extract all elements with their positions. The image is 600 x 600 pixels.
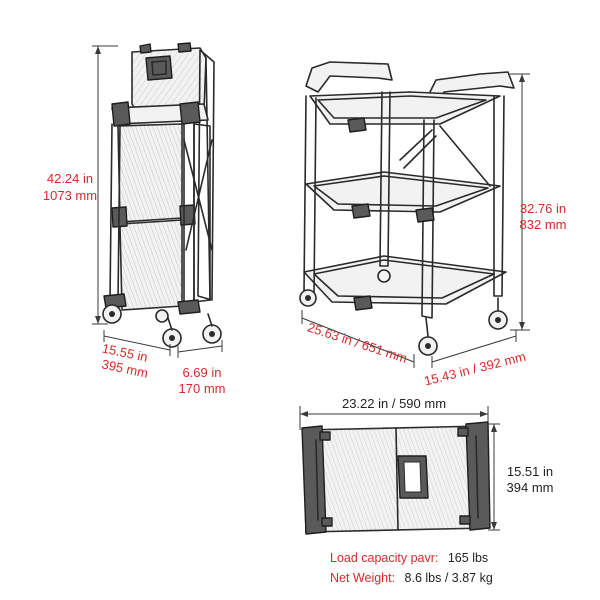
- net-weight-value: 8.6 lbs / 3.87 kg: [405, 571, 493, 585]
- folded-width-metric: 170 mm: [179, 381, 226, 396]
- open-height-metric: 832 mm: [520, 217, 567, 232]
- specifications: Load capacity pavr: 165 lbs Net Weight: …: [330, 549, 493, 586]
- open-height-dimension: 32.76 in 832 mm: [510, 73, 567, 331]
- load-capacity-value: 165 lbs: [448, 551, 488, 565]
- folded-height-metric: 1073 mm: [43, 188, 97, 203]
- top-depth-dimension: 15.51 in 394 mm: [488, 423, 554, 531]
- net-weight: Net Weight: 8.6 lbs / 3.87 kg: [330, 569, 493, 586]
- top-depth-imperial: 15.51 in: [507, 464, 553, 479]
- open-cart-illustration: [299, 61, 515, 356]
- open-depth-dimension: 15.43 in / 392 mm: [423, 330, 528, 389]
- handle-grip-icon: [145, 55, 173, 81]
- folded-depth-dimension: 15.55 in 395 mm: [100, 330, 171, 381]
- folded-height-imperial: 42.24 in: [47, 171, 93, 186]
- top-view-width-label: 23.22 in / 590 mm: [342, 396, 446, 411]
- wheel-icon: [299, 269, 508, 356]
- folded-width-imperial: 6.69 in: [182, 365, 221, 380]
- load-capacity-label: Load capacity pavr:: [330, 551, 438, 565]
- open-length-dimension: 25.63 in / 651 mm: [301, 310, 415, 368]
- folded-width-dimension: 6.69 in 170 mm: [177, 340, 226, 396]
- net-weight-label: Net Weight:: [330, 571, 395, 585]
- top-view-illustration: [301, 421, 491, 535]
- open-height-imperial: 32.76 in: [520, 201, 566, 216]
- top-view-dimension: 23.22 in / 590 mm: [299, 396, 489, 430]
- open-depth-label: 15.43 in / 392 mm: [423, 349, 528, 389]
- top-depth-metric: 394 mm: [507, 480, 554, 495]
- folded-cart-illustration: [102, 42, 222, 348]
- open-length-label: 25.63 in / 651 mm: [306, 320, 410, 366]
- wheel-icon: [102, 304, 222, 348]
- folded-height-dimension: 42.24 in 1073 mm: [43, 45, 118, 325]
- load-capacity: Load capacity pavr: 165 lbs: [330, 549, 488, 566]
